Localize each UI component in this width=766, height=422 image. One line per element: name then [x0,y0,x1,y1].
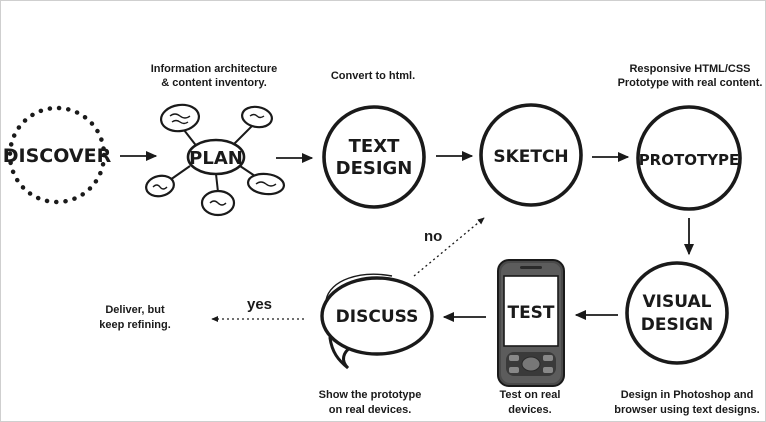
no-label: no [424,228,442,245]
prototype-label: PROTOTYPE [639,151,740,169]
plan-ellipse [186,138,246,176]
prototype-node: PROTOTYPE [636,105,742,211]
note-text-design-line1: Convert to html. [331,70,415,82]
discuss-bubble [320,276,434,356]
note-visual-design-line2: browser using text designs. [614,404,759,416]
discuss-label: DISCUSS [336,307,419,327]
visual-design-label-line2: DESIGN [641,315,713,335]
phone-screen [503,275,559,347]
test-label: TEST [507,303,554,323]
visual-design-circle [625,261,729,365]
plan-label: PLAN [189,148,243,169]
note-test-line1: Test on real [500,389,561,401]
note-discuss: Show the prototype on real devices. [319,389,422,416]
note-prototype: Responsive HTML/CSS Prototype with real … [618,63,763,89]
test-node: TEST [497,259,565,387]
plan-node: PLAN [145,103,286,217]
note-plan: Information architecture & content inven… [151,63,278,89]
note-visual-design-line1: Design in Photoshop and [621,389,754,401]
note-plan-line1: Information architecture [151,63,278,75]
sketch-label: SKETCH [493,147,568,167]
note-prototype-line2: Prototype with real content. [618,77,763,89]
phone-buttons [506,352,556,376]
text-design-node: TEXT DESIGN [322,105,426,209]
text-design-label-line1: TEXT [349,136,400,157]
discover-node: DISCOVER [3,105,112,205]
sketch-node: SKETCH [479,103,583,207]
note-discuss-line2: on real devices. [329,404,412,416]
discuss-bubble-tail [328,336,352,370]
yes-label: yes [247,296,272,313]
discover-dotted-circle [7,105,107,205]
note-test: Test on real devices. [500,389,561,416]
plan-scribbles [152,113,277,206]
note-prototype-line1: Responsive HTML/CSS [629,63,750,75]
text-design-circle [322,105,426,209]
prototype-circle [636,105,742,211]
note-visual-design: Design in Photoshop and browser using te… [614,389,759,416]
text-design-label-line2: DESIGN [336,158,413,179]
visual-design-node: VISUAL DESIGN [625,261,729,365]
note-deliver-line1: Deliver, but [105,304,165,316]
note-text-design: Convert to html. [331,70,415,82]
note-discuss-line1: Show the prototype [319,389,422,401]
note-deliver: Deliver, but keep refining. [99,304,171,331]
sketch-circle [479,103,583,207]
note-deliver-line2: keep refining. [99,319,171,331]
arrow-no-discuss-sketch [413,217,485,277]
discuss-bubble-sketchline [325,273,393,301]
visual-design-label-line1: VISUAL [643,292,712,312]
plan-bubbles [145,103,286,217]
note-test-line2: devices. [508,404,551,416]
discover-label: DISCOVER [3,145,112,167]
discuss-node: DISCUSS [320,273,434,370]
phone-speaker [520,266,542,269]
note-plan-line2: & content inventory. [161,77,267,89]
